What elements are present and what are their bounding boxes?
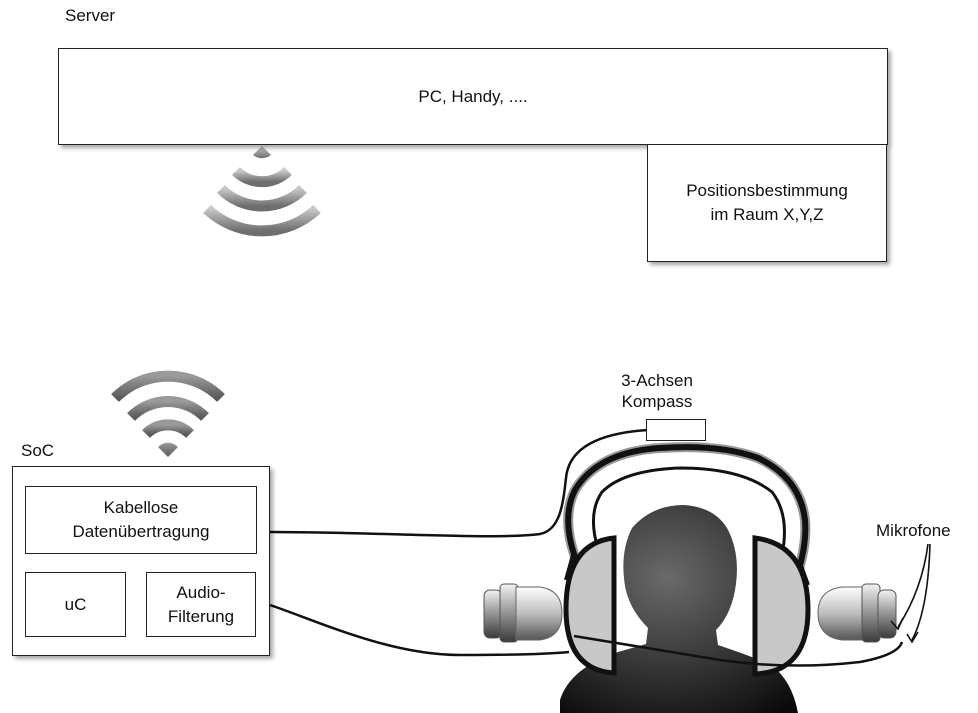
audio-filter-box: Audio- Filterung [146, 572, 256, 637]
mic-pointer-arrows [890, 543, 931, 644]
person-silhouette-icon [560, 505, 798, 713]
wifi-signal-icon [203, 146, 321, 237]
microphone-icon [817, 583, 897, 643]
soc-label: SoC [21, 441, 55, 460]
uc-text: uC [64, 594, 87, 614]
uc-box: uC [25, 572, 126, 637]
server-main-box: PC, Handy, .... [58, 48, 888, 145]
position-box: Positionsbestimmung im Raum X,Y,Z [647, 145, 887, 262]
server-label: Server [65, 6, 116, 25]
compass-sensor-icon [646, 419, 706, 441]
audio-filter-text: Audio- Filterung [167, 582, 235, 626]
cable-lines [269, 428, 904, 667]
mic-label: Mikrofone [876, 521, 951, 540]
wireless-text: Kabellose Datenübertragung [72, 498, 210, 541]
wifi-signal-icon [111, 370, 225, 457]
position-text: Positionsbestimmung im Raum X,Y,Z [686, 181, 848, 224]
microphone-icon [483, 583, 563, 643]
headphones-icon [563, 442, 811, 677]
wireless-box: Kabellose Datenübertragung [25, 486, 257, 554]
server-main-text: PC, Handy, .... [418, 86, 528, 106]
compass-label: 3-Achsen Kompass [621, 371, 693, 411]
